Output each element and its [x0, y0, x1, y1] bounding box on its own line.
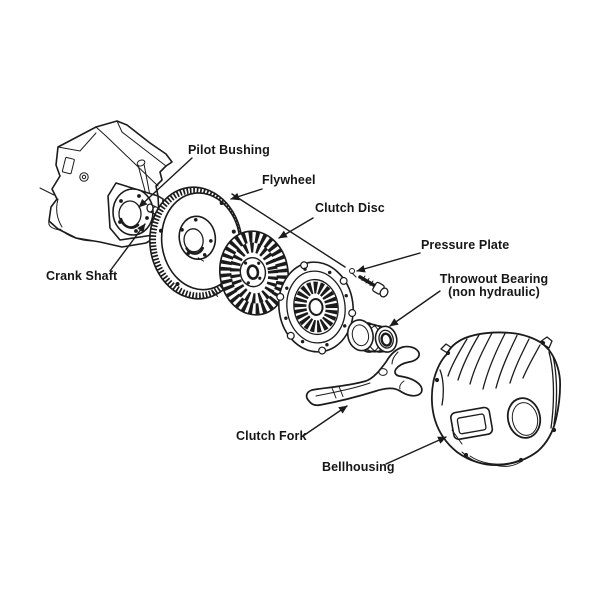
- label-throwout-bearing-line2: (non hydraulic): [448, 285, 540, 299]
- engine-block-drawing: [39, 120, 173, 248]
- mounting-bolt-drawing: [349, 268, 389, 298]
- clutch-disc-drawing: [219, 230, 289, 316]
- leader-throwout-bearing: [389, 290, 441, 327]
- label-crank-shaft: Crank Shaft: [46, 269, 118, 283]
- label-bellhousing: Bellhousing: [322, 460, 395, 474]
- bellhousing-drawing: [430, 331, 561, 467]
- throwout-bearing-drawing: [346, 319, 398, 353]
- label-clutch-disc: Clutch Disc: [315, 201, 385, 215]
- leader-pressure-plate: [356, 252, 421, 273]
- pressure-plate-drawing: [276, 261, 357, 355]
- leader-bellhousing: [385, 436, 447, 465]
- assembly-alignment-line: [231, 193, 346, 268]
- leader-crank-shaft: [109, 223, 146, 272]
- label-throwout-bearing: Throwout Bearing (non hydraulic): [438, 273, 550, 299]
- leader-pilot-bushing: [138, 157, 193, 208]
- leader-lines: [109, 157, 447, 465]
- leader-flywheel: [230, 188, 263, 201]
- label-clutch-fork: Clutch Fork: [236, 429, 307, 443]
- leader-clutch-fork: [302, 405, 348, 437]
- label-pilot-bushing: Pilot Bushing: [188, 143, 270, 157]
- label-flywheel: Flywheel: [262, 173, 316, 187]
- leader-clutch-disc: [278, 217, 314, 239]
- label-throwout-bearing-line1: Throwout Bearing: [439, 272, 549, 286]
- label-pressure-plate: Pressure Plate: [421, 238, 510, 252]
- clutch-fork-drawing: [305, 345, 423, 407]
